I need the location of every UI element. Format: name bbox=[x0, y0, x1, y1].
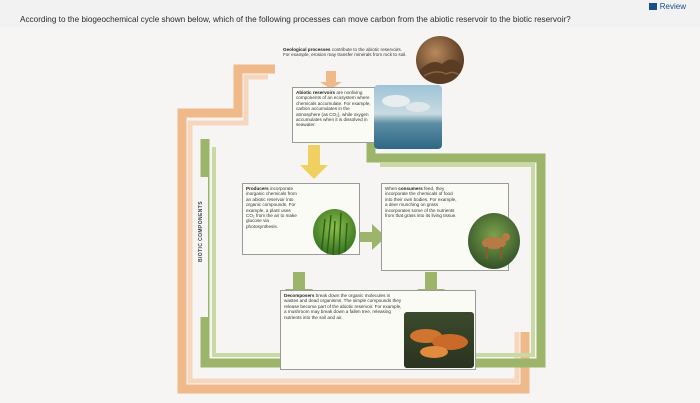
geological-text: contribute to the abiotic reservoirs. Fo… bbox=[283, 47, 407, 58]
abiotic-card: Abiotic reservoirs are nonliving compone… bbox=[292, 87, 375, 143]
abiotic-loop-inner bbox=[187, 74, 520, 384]
biogeochemical-cycle-figure: Geological processes contribute to the a… bbox=[0, 27, 700, 403]
arrow-producers-to-consumers bbox=[360, 224, 386, 250]
biotic-loop-inner bbox=[212, 147, 535, 357]
deer-photo bbox=[468, 213, 520, 269]
consumers-lead: consumers bbox=[398, 186, 423, 191]
producers-lead: Producers bbox=[246, 186, 269, 191]
abiotic-loop-outer bbox=[177, 64, 530, 394]
biotic-label-bg bbox=[198, 177, 208, 317]
decomposers-lead: Decomposers bbox=[284, 293, 315, 298]
question-text: According to the biogeochemical cycle sh… bbox=[20, 15, 571, 24]
cycle-loops bbox=[177, 64, 546, 394]
consumers-lead-pre: When bbox=[385, 186, 399, 191]
mushroom-photo bbox=[404, 312, 474, 368]
cloud-icon bbox=[382, 95, 430, 112]
geological-rock-photo bbox=[416, 36, 464, 84]
abiotic-lead: Abiotic reservoirs bbox=[296, 90, 336, 95]
review-icon bbox=[648, 3, 657, 10]
consumers-text: feed, they incorporate the chemicals of … bbox=[385, 186, 457, 219]
deer-icon bbox=[482, 233, 510, 259]
decomposers-text: break down the organic molecules in wast… bbox=[284, 293, 402, 320]
geological-lead: Geological processes bbox=[283, 47, 331, 52]
arrow-geo-to-abiotic bbox=[320, 71, 342, 89]
review-label: Review bbox=[659, 2, 686, 11]
mushroom-icon bbox=[410, 329, 468, 358]
review-link[interactable]: Review bbox=[648, 2, 686, 11]
arrow-abiotic-to-producers bbox=[300, 145, 328, 179]
biotic-loop-outer bbox=[200, 139, 546, 368]
rock-icon bbox=[420, 59, 462, 84]
producers-text: incorporate inorganic chemicals from an … bbox=[246, 186, 297, 229]
geological-card: Geological processes contribute to the a… bbox=[280, 45, 412, 71]
biotic-components-label: BIOTIC COMPONENTS bbox=[198, 201, 204, 262]
grass-icon bbox=[320, 212, 348, 255]
atmosphere-ocean-photo bbox=[374, 85, 442, 149]
abiotic-text: are nonliving components of an ecosystem… bbox=[296, 90, 371, 128]
grass-photo bbox=[313, 209, 356, 255]
